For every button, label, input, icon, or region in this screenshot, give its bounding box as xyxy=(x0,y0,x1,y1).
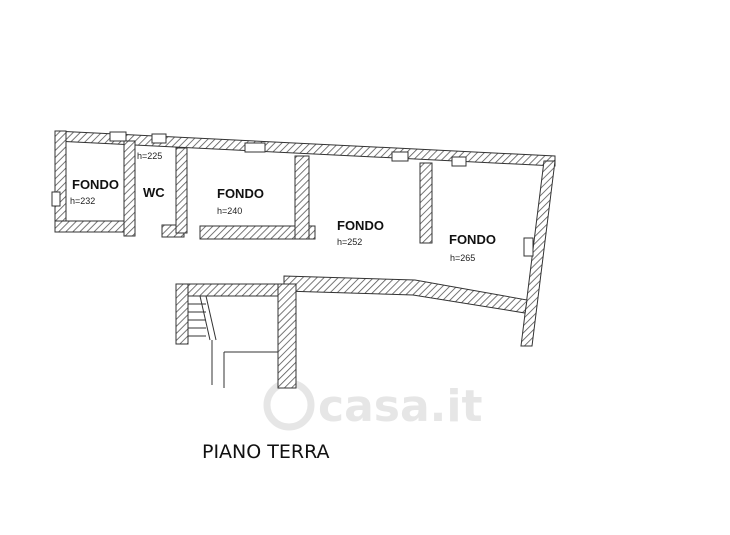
window-left xyxy=(51,191,61,207)
room-name: FONDO xyxy=(217,186,264,201)
wall-corridor-right xyxy=(277,283,297,389)
watermark-text: casa.it xyxy=(318,381,482,432)
wall-partition-2 xyxy=(175,147,188,234)
room-height: h=240 xyxy=(217,206,242,216)
wall-bottom-room2 xyxy=(199,225,316,240)
room-fondo-4: FONDO h=265 xyxy=(449,232,496,263)
room-name: WC xyxy=(143,185,165,200)
room-name: FONDO xyxy=(337,218,384,233)
room-fondo-3: FONDO h=252 xyxy=(337,218,384,247)
room-height: h=252 xyxy=(337,237,362,247)
wall-partition-4 xyxy=(419,162,433,244)
room-height: h=225 xyxy=(137,151,162,161)
wall-bottom-main xyxy=(283,275,528,314)
window-5 xyxy=(451,156,467,167)
room-wc: WC h=225 xyxy=(137,151,165,200)
window-3 xyxy=(244,142,266,153)
window-2 xyxy=(151,133,167,144)
room-height: h=232 xyxy=(70,196,95,206)
room-height: h=265 xyxy=(450,253,475,263)
wall-corridor-left xyxy=(175,283,189,345)
wall-left xyxy=(54,130,67,233)
room-fondo-1: FONDO h=232 xyxy=(70,177,119,206)
plan-title: PIANO TERRA xyxy=(202,441,330,463)
room-name: FONDO xyxy=(449,232,496,247)
watermark-logo-icon xyxy=(263,379,315,431)
wall-right xyxy=(520,160,556,347)
room-name: FONDO xyxy=(72,177,119,192)
room-fondo-2: FONDO h=240 xyxy=(217,186,264,216)
walls xyxy=(54,130,556,389)
watermark: casa.it xyxy=(263,379,482,432)
room-labels: FONDO h=232 WC h=225 FONDO h=240 FONDO h… xyxy=(70,151,496,263)
stairs xyxy=(188,295,278,388)
window-1 xyxy=(109,131,127,142)
openings xyxy=(51,131,534,257)
wall-bottom-room1 xyxy=(54,220,136,233)
window-4 xyxy=(391,151,409,162)
wall-partition-1 xyxy=(123,140,136,237)
wall-partition-3 xyxy=(294,155,310,240)
window-right xyxy=(523,237,534,257)
